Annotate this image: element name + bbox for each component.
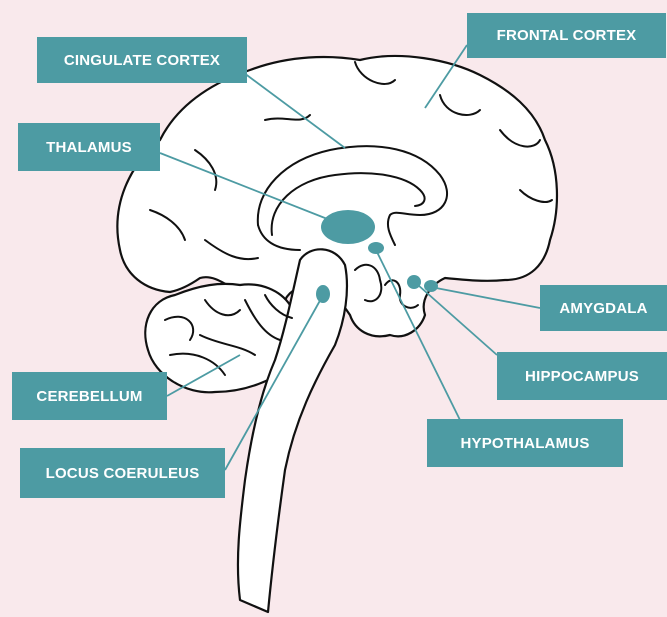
hippocampus-label: HIPPOCAMPUS [497,352,667,400]
locus-coeruleus-region [316,285,330,303]
cerebellum-label: CEREBELLUM [12,372,167,420]
amygdala-region [424,280,438,292]
hypothalamus-region [368,242,384,254]
thalamus-region [321,210,375,244]
frontal-cortex-label: FRONTAL CORTEX [467,13,666,58]
locus-coeruleus-label: LOCUS COERULEUS [20,448,225,498]
amygdala-label: AMYGDALA [540,285,667,331]
hippocampus-leader [418,285,497,355]
hypothalamus-label: HYPOTHALAMUS [427,419,623,467]
thalamus-label: THALAMUS [18,123,160,171]
amygdala-leader [436,288,540,308]
cingulate-cortex-label: CINGULATE CORTEX [37,37,247,83]
